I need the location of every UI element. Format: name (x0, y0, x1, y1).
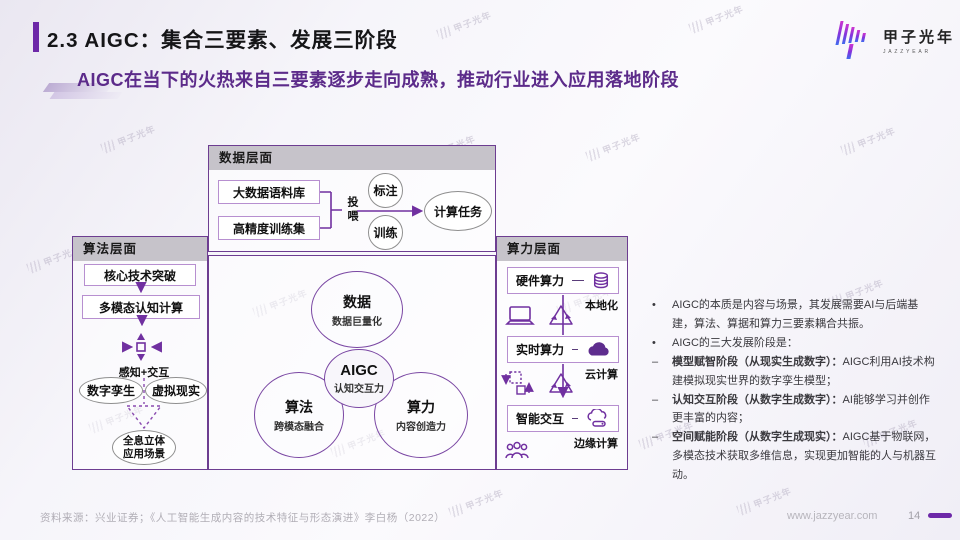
note-text: 认知交互阶段（从数字生成数字）：AI能够学习并创作更丰富的内容； (672, 393, 930, 425)
tag-edge-computing: 边缘计算 (574, 438, 618, 450)
watermark: 甲子光年 (100, 122, 158, 155)
data-box-corpus: 大数据语料库 (218, 180, 320, 204)
watermark: 甲子光年 (585, 130, 643, 163)
note-text: AIGC的三大发展阶段是： (672, 336, 798, 349)
jazzyear-logo-icon (835, 20, 874, 60)
connector-dash (572, 348, 578, 351)
venn-circle-data: 数据 数据巨量化 (311, 271, 403, 348)
watermark-text: 甲子光年 (116, 123, 158, 148)
watermark: 甲子光年 (448, 486, 506, 519)
watermark-bars-icon (448, 503, 465, 519)
watermark-bars-icon (688, 19, 705, 35)
connector-dash (572, 417, 578, 420)
note-item: • AIGC的三大发展阶段是： (646, 334, 940, 353)
watermark-text: 甲子光年 (704, 3, 746, 28)
database-icon (593, 272, 609, 289)
note-marker: – (652, 355, 659, 368)
watermark-text: 甲子光年 (601, 131, 643, 156)
note-item: – 模型赋智阶段（从现实生成数字）：AIGC利用AI技术构建模拟现实世界的数字孪… (646, 353, 940, 391)
watermark-bars-icon (436, 25, 453, 41)
power-realtime-label: 实时算力 (516, 343, 565, 357)
power-box-hardware: 硬件算力 (507, 267, 619, 294)
watermark-text: 甲子光年 (752, 485, 794, 510)
watermark-text: 甲子光年 (856, 125, 898, 150)
page-title: 2.3 AIGC：集合三要素、发展三阶段 (47, 29, 398, 52)
watermark-bars-icon (840, 141, 857, 157)
venn-circle-aigc: AIGC 认知交互力 (324, 349, 394, 408)
watermark-bars-icon (736, 501, 753, 517)
footer-accent-dash (928, 513, 952, 518)
venn-circle-power: 算力 内容创造力 (374, 372, 468, 458)
tag-localized: 本地化 (585, 300, 618, 312)
watermark: 甲子光年 (736, 484, 794, 517)
watermark-bars-icon (100, 139, 117, 155)
notes-block: • AIGC的本质是内容与场景，其发展需要AI与后端基建，算法、算据和算力三要素… (646, 296, 940, 485)
cloud-icon (588, 342, 609, 356)
power-layer-header: 算力层面 (497, 237, 627, 261)
website-url: www.jazzyear.com (787, 510, 878, 522)
holographic-line1: 全息立体 (123, 434, 165, 447)
connector-dash (572, 279, 584, 282)
watermark-bars-icon (26, 259, 43, 275)
circle-training: 训练 (368, 215, 403, 250)
note-item: • AIGC的本质是内容与场景，其发展需要AI与后端基建，算法、算据和算力三要素… (646, 296, 940, 334)
venn-aigc-title: AIGC (340, 362, 378, 379)
watermark-text: 甲子光年 (464, 487, 506, 512)
algo-box-multimodal: 多模态认知计算 (82, 295, 200, 319)
converge-label: 感知+交互 (118, 367, 170, 379)
logo-subtext: JAZZYEAR (883, 48, 931, 55)
ellipse-digital-twin: 数字孪生 (79, 377, 143, 404)
power-interaction-label: 智能交互 (516, 412, 565, 426)
venn-power-title: 算力 (407, 399, 435, 415)
source-note: 资料来源：兴业证券；《人工智能生成内容的技术特征与形态演进》李白杨（2022） (40, 512, 446, 524)
subtitle-decoration (49, 92, 123, 99)
power-box-interaction: 智能交互 (507, 405, 619, 432)
venn-data-sub: 数据巨量化 (332, 316, 382, 328)
logo-text-block: 甲子光年 JAZZYEAR (883, 26, 955, 55)
note-text: AIGC的本质是内容与场景，其发展需要AI与后端基建，算法、算据和算力三要素耦合… (672, 299, 919, 330)
ellipse-holographic-scene: 全息立体 应用场景 (112, 430, 176, 465)
watermark: 甲子光年 (688, 2, 746, 35)
note-marker: • (652, 336, 656, 349)
watermark-text: 甲子光年 (452, 9, 494, 34)
data-layer-header: 数据层面 (209, 146, 495, 170)
note-marker: • (652, 299, 656, 311)
algorithm-layer-header: 算法层面 (73, 237, 207, 261)
venn-power-sub: 内容创造力 (396, 422, 446, 433)
venn-algorithm-title: 算法 (285, 399, 313, 415)
logo-name: 甲子光年 (883, 28, 956, 46)
note-text: 模型赋智阶段（从现实生成数字）：AIGC利用AI技术构建模拟现实世界的数字孪生模… (672, 355, 935, 387)
ellipse-virtual-reality: 虚拟现实 (145, 377, 207, 404)
venn-circle-algorithm: 算法 跨模态融合 (254, 372, 344, 458)
venn-data-title: 数据 (343, 293, 371, 310)
algo-box-breakthrough: 核心技术突破 (84, 264, 196, 286)
note-item: – 空间赋能阶段（从数字生成现实）：AIGC基于物联网，多模态技术获取多维信息，… (646, 428, 940, 485)
data-box-training-set: 高精度训练集 (218, 216, 320, 240)
circle-labeling: 标注 (368, 173, 403, 208)
watermark: 甲子光年 (436, 8, 494, 41)
watermark: 甲子光年 (840, 124, 898, 157)
note-item: – 认知交互阶段（从数字生成数字）：AI能够学习并创作更丰富的内容； (646, 391, 940, 429)
slide-subtitle: AIGC在当下的火热来自三要素逐步走向成熟，推动行业进入应用落地阶段 (77, 70, 679, 90)
note-marker: – (652, 393, 659, 406)
tag-cloud-computing: 云计算 (585, 369, 618, 381)
company-logo: 甲子光年 JAZZYEAR (835, 20, 955, 60)
venn-algorithm-sub: 跨模态融合 (274, 422, 324, 433)
watermark-bars-icon (585, 147, 602, 163)
title-accent-bar (33, 22, 39, 52)
page-number: 14 (908, 510, 921, 522)
holographic-line2: 应用场景 (123, 447, 165, 460)
power-box-realtime: 实时算力 (507, 336, 619, 363)
note-text: 空间赋能阶段（从数字生成现实）：AIGC基于物联网，多模态技术获取多维信息，实现… (672, 431, 936, 482)
venn-aigc-sub: 认知交互力 (334, 384, 384, 395)
edge-cloud-icon (587, 409, 607, 427)
power-hardware-label: 硬件算力 (516, 274, 565, 288)
feed-label: 投喂 (346, 196, 358, 224)
note-marker: – (652, 431, 659, 444)
ellipse-compute-task: 计算任务 (424, 191, 492, 231)
